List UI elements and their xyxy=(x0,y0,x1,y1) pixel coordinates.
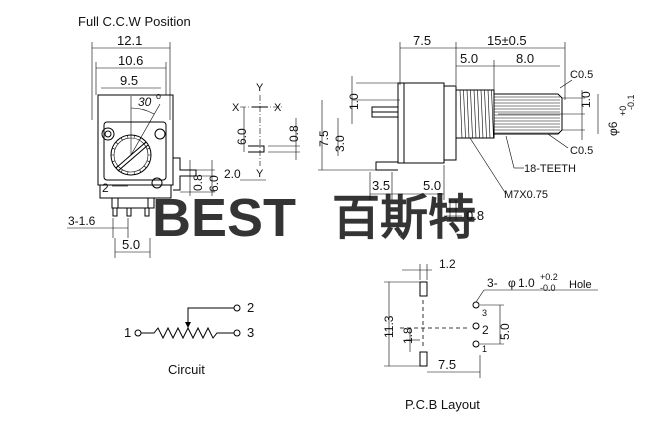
dim-detail-w: 2.0 xyxy=(224,167,241,181)
watermark-latin: BEST xyxy=(152,188,296,248)
dim-knurl-len: 8.0 xyxy=(516,51,534,66)
dim-chamfer-bottom: C0.5 xyxy=(570,145,593,157)
dim-shaft-tol-lower: -0.1 xyxy=(626,94,636,110)
watermark: BEST 百斯特 xyxy=(152,188,476,248)
dim-h-top: 1.0 xyxy=(347,93,361,110)
pcb-layout: P.C.B Layout 1.2 11.3 1.8 7.5 3 2 1 xyxy=(382,257,598,412)
dim-shaft-len: 15±0.5 xyxy=(487,33,527,48)
dim-body-len: 7.5 xyxy=(413,33,431,48)
dim-width-total: 12.1 xyxy=(117,33,142,48)
circuit-pin-2: 2 xyxy=(247,300,254,315)
axis-y-bottom: Y xyxy=(256,168,264,180)
dim-shaft-tol-upper: +0 xyxy=(618,106,628,116)
dim-width-mid: 10.6 xyxy=(118,53,143,68)
pcb-hole-word: Hole xyxy=(569,279,592,291)
axis-x-left: X xyxy=(232,102,240,114)
watermark-cjk: 百斯特 xyxy=(332,192,476,245)
thread-lines xyxy=(459,89,494,139)
pin-detail-view: Y X X Y 6.0 0.8 2.0 xyxy=(224,82,301,181)
circuit-diagram: 1 3 2 Circuit xyxy=(124,300,254,377)
front-view: Full C.C.W Position 12.1 10.6 9.5 xyxy=(67,14,221,258)
pcb-pin-3: 3 xyxy=(482,308,487,318)
dim-shaft-dia: φ6 xyxy=(606,121,620,136)
dim-h-mid: 3.0 xyxy=(333,135,347,152)
pcb-title: P.C.B Layout xyxy=(405,397,480,412)
pcb-pin-1: 1 xyxy=(482,344,487,354)
dim-detail-h: 6.0 xyxy=(235,128,249,145)
dim-pin-offset: 3.5 xyxy=(372,178,390,193)
pcb-hole-value: 1.0 xyxy=(518,276,535,290)
dim-detail-tab: 0.8 xyxy=(287,125,301,142)
dim-teeth: 18-TEETH xyxy=(524,163,576,175)
axis-y-top: Y xyxy=(256,82,264,94)
dim-h-total: 7.5 xyxy=(317,130,331,147)
pcb-hole-symbol: φ xyxy=(508,276,516,290)
dim-pin-thk: 0.8 xyxy=(466,208,484,223)
pcb-hole-tol-lower: -0.0 xyxy=(540,283,556,293)
side-view: 7.5 15±0.5 5.0 8.0 C0.5 xyxy=(317,33,636,223)
dim-chamfer-top: C0.5 xyxy=(570,69,593,81)
pcb-dim-pitch: 5.0 xyxy=(498,323,512,340)
pcb-hole-tol-upper: +0.2 xyxy=(540,272,558,282)
dim-pin-span: 5.0 xyxy=(423,178,441,193)
dim-shaft-front: 5.0 xyxy=(460,51,478,66)
dim-angle: 30 xyxy=(138,95,152,109)
front-view-width-dims: 12.1 10.6 9.5 xyxy=(91,33,171,120)
front-view-title: Full C.C.W Position xyxy=(78,14,191,29)
dim-thread: M7X0.75 xyxy=(504,189,548,201)
circuit-pin-1: 1 xyxy=(124,325,131,340)
pcb-dim-width: 7.5 xyxy=(438,357,456,372)
circuit-pin-3: 3 xyxy=(247,325,254,340)
shaft-knurl-lines xyxy=(494,96,560,134)
pcb-dim-height: 11.3 xyxy=(382,315,396,338)
pcb-hole-note: 3- xyxy=(487,276,498,290)
dim-pin-pitch: 5.0 xyxy=(122,237,140,252)
circuit-title: Circuit xyxy=(168,362,205,377)
dim-tab-h: 0.8 xyxy=(191,174,205,191)
pcb-dim-small: 1.8 xyxy=(401,327,415,344)
axis-x-right: X xyxy=(274,102,282,114)
dim-offset-left: 3-1.6 xyxy=(68,214,96,228)
dim-width-inner: 9.5 xyxy=(120,73,138,88)
dim-pin-gap: 2 xyxy=(102,181,109,195)
dim-right-h: 1.0 xyxy=(579,91,593,108)
pcb-dim-top: 1.2 xyxy=(439,257,456,271)
dim-angle-unit: o xyxy=(156,91,161,101)
dim-tab-total: 6.0 xyxy=(207,175,221,192)
pcb-pin-2: 2 xyxy=(482,323,489,337)
